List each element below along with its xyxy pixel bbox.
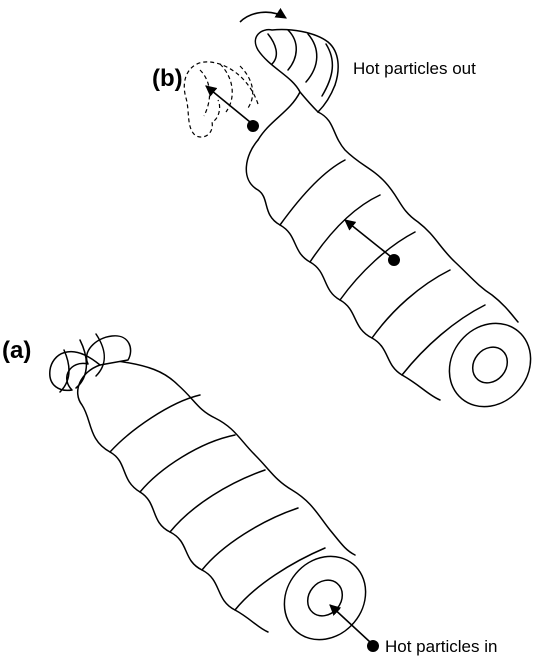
tube-a-coil — [110, 395, 200, 452]
particles-out-label: Hot particles out — [353, 59, 476, 78]
tube-b-outline-left — [246, 140, 440, 400]
tube-a-coil — [170, 470, 265, 532]
tube-b-coil — [372, 270, 450, 338]
particles-in-label: Hot particles in — [385, 637, 497, 656]
tube-a-coil — [140, 435, 235, 492]
tube-b-dashed-curl — [184, 62, 258, 137]
panel-label-a: (a) — [2, 337, 31, 364]
tube-b-dashed-ring — [240, 66, 253, 108]
panel-label-b: (b) — [152, 65, 183, 92]
tube-b-coil — [310, 195, 380, 262]
tube-b-curled-end — [255, 30, 338, 113]
tube-b-dashed-ring — [220, 64, 232, 112]
tube-b-coil — [280, 160, 345, 225]
tube-b-dashed-ring — [200, 70, 210, 116]
arrow-icon — [345, 220, 390, 256]
tube-a-curled-end — [50, 336, 131, 391]
tube-a — [50, 334, 383, 656]
tube-b-coil — [340, 232, 415, 300]
tube-a-coil — [202, 508, 298, 570]
tube-a-outline-right — [110, 360, 355, 555]
rotation-arrow-icon — [240, 12, 286, 22]
arrow-icon — [206, 86, 250, 122]
